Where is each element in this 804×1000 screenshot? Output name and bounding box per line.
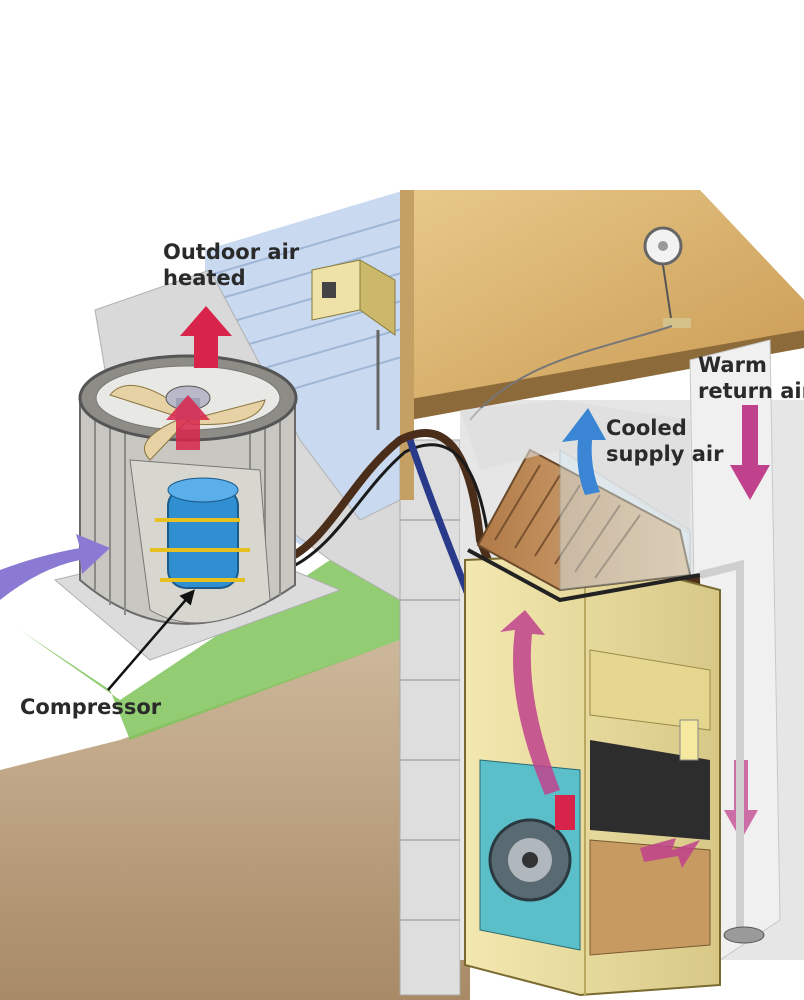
cooled-supply-label-line1: Cooled: [606, 416, 687, 440]
soil: [0, 640, 470, 1000]
outdoor-air-label-line2: heated: [163, 266, 246, 290]
drain-icon: [699, 559, 765, 944]
furnace-cabinet: [464, 553, 721, 997]
warm-return-label-line2: return air: [698, 379, 804, 403]
cooled-supply-arrow: [562, 408, 606, 495]
cooled-supply-label-line2: supply air: [606, 442, 724, 466]
grass-strip: [20, 560, 400, 740]
outdoor-air-label: Outdoor air heated: [163, 239, 299, 291]
thermostat-wire: [469, 325, 673, 421]
outdoor-air-label-line1: Outdoor air: [163, 240, 300, 264]
compressor-label: Compressor: [20, 695, 162, 719]
refrigerant-lines: [283, 429, 701, 595]
disconnect-box-icon: [311, 259, 396, 430]
compressor-pointer: [107, 589, 195, 691]
intake-air-arrow: [0, 534, 110, 600]
cooled-supply-label: Cooled supply air: [606, 415, 723, 467]
warm-return-arrow: [730, 405, 770, 500]
warm-return-label-line1: Warm: [698, 353, 767, 377]
compressor: [150, 477, 250, 589]
hot-air-arrow: [180, 306, 232, 368]
internal-air-arrow: [500, 610, 560, 795]
supply-duct: [460, 400, 690, 535]
coil-frame: [467, 548, 701, 603]
thermostat-icon: [643, 226, 691, 328]
blower-icon: [488, 818, 572, 902]
wood-floor: [405, 190, 804, 405]
basement-wall: [399, 439, 461, 996]
warm-return-label: Warm return air: [698, 352, 804, 404]
wall-post: [400, 190, 414, 500]
